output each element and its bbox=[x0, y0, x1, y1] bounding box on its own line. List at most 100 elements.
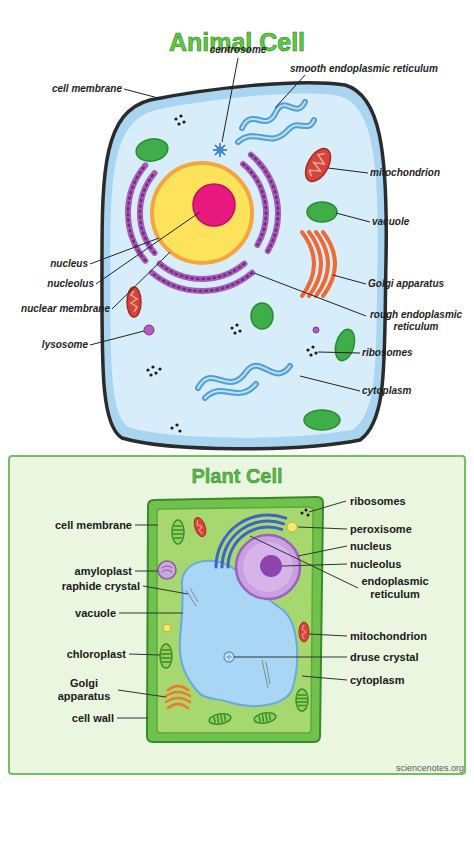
smooth-er bbox=[242, 102, 305, 128]
animal-ribosomes bbox=[311, 345, 314, 348]
golgi-apparatus bbox=[316, 232, 328, 296]
animal-vacuole bbox=[304, 410, 340, 430]
part-label: mitochondrion bbox=[350, 630, 427, 643]
rough-er bbox=[160, 264, 245, 279]
animal-ribosomes bbox=[174, 117, 177, 120]
animal-leader-lines bbox=[222, 58, 238, 142]
smooth-er bbox=[205, 384, 256, 398]
part-label: cell membrane bbox=[55, 519, 132, 532]
part-label: cell wall bbox=[72, 712, 114, 725]
smooth-er bbox=[238, 120, 314, 142]
animal-ribosomes bbox=[309, 353, 312, 356]
lysosome bbox=[144, 325, 319, 335]
animal-leader-lines bbox=[90, 331, 144, 345]
animal-leader-lines bbox=[254, 273, 366, 316]
part-label: nucleus bbox=[350, 540, 392, 553]
rough-er bbox=[160, 264, 245, 279]
part-label: Golgi apparatus bbox=[52, 677, 116, 702]
rough-er bbox=[128, 155, 278, 291]
panel-title: Plant Cell bbox=[10, 465, 464, 487]
animal-leader-lines bbox=[90, 238, 159, 264]
part-label: raphide crystal bbox=[62, 580, 140, 593]
animal-ribosomes bbox=[306, 348, 309, 351]
animal-nucleolus bbox=[193, 184, 235, 226]
rough-er bbox=[140, 173, 155, 253]
animal-leader-lines bbox=[96, 212, 200, 284]
animal-mitochondrion bbox=[131, 291, 137, 312]
rough-er bbox=[152, 273, 252, 291]
animal-leader-lines bbox=[275, 75, 305, 108]
animal-leader-lines bbox=[124, 89, 162, 99]
animal-leader-lines bbox=[112, 252, 170, 309]
animal-ribosomes bbox=[179, 114, 182, 117]
lysosome bbox=[313, 327, 319, 333]
part-label: druse crystal bbox=[350, 651, 418, 664]
part-label: nucleus bbox=[50, 258, 88, 270]
part-label: ribosomes bbox=[350, 495, 406, 508]
smooth-er bbox=[198, 366, 290, 388]
animal-mitochondrion bbox=[300, 144, 335, 185]
centrosome bbox=[213, 143, 227, 157]
rough-er bbox=[128, 165, 145, 260]
rough-er bbox=[243, 164, 266, 245]
rough-er bbox=[128, 165, 145, 260]
rough-er bbox=[152, 273, 252, 291]
part-label: ribosomes bbox=[362, 347, 413, 359]
smooth-er bbox=[242, 102, 305, 128]
part-label: smooth endoplasmic reticulum bbox=[290, 63, 438, 75]
animal-vacuole bbox=[332, 327, 358, 363]
smooth-er bbox=[238, 120, 314, 142]
animal-leader-lines bbox=[318, 352, 360, 353]
part-label: endoplasmic reticulum bbox=[353, 575, 437, 600]
smooth-er bbox=[205, 384, 256, 398]
animal-ribosomes bbox=[154, 371, 157, 374]
golgi-apparatus bbox=[309, 232, 321, 296]
golgi-apparatus bbox=[323, 232, 335, 296]
animal-mitochondrion bbox=[307, 151, 329, 179]
part-label: cell membrane bbox=[52, 83, 122, 95]
animal-leader-lines bbox=[300, 376, 360, 391]
animal-leader-lines bbox=[336, 213, 370, 222]
part-label: chloroplast bbox=[67, 648, 126, 661]
animal-mitochondrion bbox=[127, 287, 141, 317]
part-label: Golgi apparatus bbox=[368, 278, 444, 290]
animal-vacuole bbox=[307, 202, 337, 222]
rough-er bbox=[251, 155, 278, 251]
animal-nucleus bbox=[152, 163, 252, 263]
centrosome bbox=[213, 143, 227, 157]
animal-ribosomes bbox=[230, 326, 233, 329]
rough-er bbox=[243, 164, 266, 245]
animal-ribosomes bbox=[175, 423, 178, 426]
part-label: rough endoplasmic reticulum bbox=[362, 309, 470, 332]
animal-ribosomes bbox=[170, 426, 173, 429]
rough-er bbox=[251, 155, 278, 251]
animal-ribosomes bbox=[235, 323, 238, 326]
animal-ribosomes bbox=[314, 351, 317, 354]
part-label: amyloplast bbox=[75, 565, 132, 578]
animal-cytoplasm bbox=[110, 94, 377, 438]
golgi-apparatus bbox=[302, 232, 335, 296]
rough-er bbox=[128, 155, 278, 291]
animal-ribosomes bbox=[158, 367, 161, 370]
smooth-er bbox=[198, 102, 314, 398]
part-label: nucleolus bbox=[350, 558, 401, 571]
watermark: sciencenotes.org bbox=[396, 763, 464, 773]
animal-ribosomes bbox=[146, 114, 317, 432]
lysosome bbox=[144, 325, 154, 335]
animal-ribosomes bbox=[146, 368, 149, 371]
animal-cell bbox=[102, 83, 386, 449]
animal-vacuole bbox=[134, 136, 358, 430]
animal-mitochondrion bbox=[300, 144, 335, 185]
part-label: cytoplasm bbox=[350, 674, 404, 687]
animal-ribosomes bbox=[182, 120, 185, 123]
animal-ribosomes bbox=[177, 122, 180, 125]
centrosome bbox=[217, 147, 224, 154]
part-label: centrosome bbox=[193, 44, 283, 56]
animal-ribosomes bbox=[151, 365, 154, 368]
animal-cell-membrane bbox=[102, 83, 386, 449]
animal-leader-lines bbox=[333, 275, 366, 284]
golgi-apparatus bbox=[302, 232, 314, 296]
smooth-er bbox=[198, 366, 290, 388]
part-label: lysosome bbox=[42, 339, 88, 351]
